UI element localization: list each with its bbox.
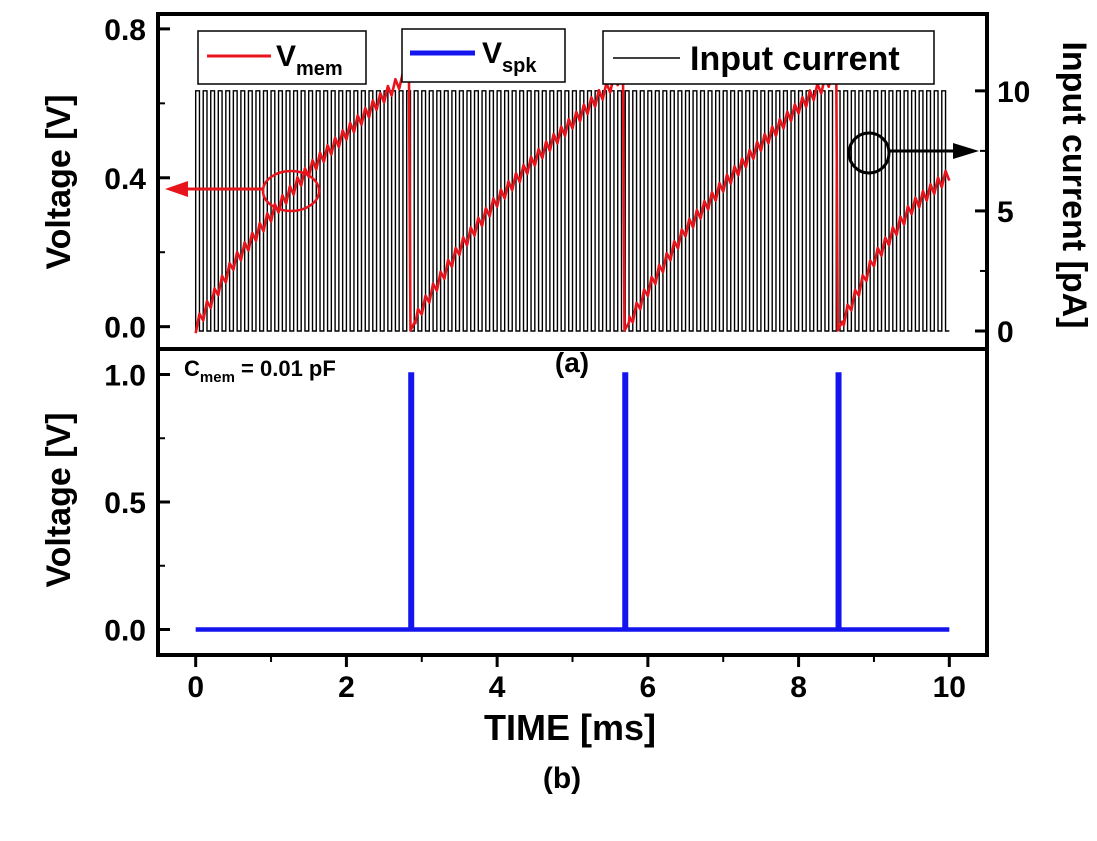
x-tick-label: 8 <box>790 671 807 704</box>
panel-b-y-tick-label: 0.5 <box>104 487 146 520</box>
legend-vspk-sub: spk <box>502 55 537 77</box>
legend-label-input-current: Input current <box>690 40 900 78</box>
legend-vmem-sub: mem <box>296 58 343 80</box>
panel-a-right-tick-label: 10 <box>997 76 1030 109</box>
left-axis-arrowhead <box>165 181 188 197</box>
annotation-subscript: mem <box>200 369 235 386</box>
panel-b-caption: (b) <box>543 762 581 795</box>
x-axis-label: TIME [ms] <box>484 707 656 748</box>
legend: Vmem Vspk Input current <box>197 28 935 85</box>
right-axis-arrowhead <box>953 143 979 159</box>
legend-label-vspk: Vspk <box>482 37 537 77</box>
panel-a: 0.0 0.4 0.8 0 5 10 <box>104 14 1030 349</box>
x-tick-label: 6 <box>640 671 657 704</box>
vmem-highlight-circle <box>261 169 321 213</box>
panel-b-frame <box>156 347 989 657</box>
panel-b-y-axis-label: Voltage [V] <box>40 412 78 587</box>
current-highlight-circle <box>847 131 891 175</box>
x-tick-label: 4 <box>489 671 506 704</box>
panel-a-right-axis-label: Input current [pA] <box>1055 41 1093 328</box>
x-tick-label: 2 <box>338 671 355 704</box>
panel-b: 0.0 0.5 1.0 0 2 4 6 8 10 <box>104 360 966 705</box>
x-tick-label: 10 <box>933 671 966 704</box>
legend-vspk-main: V <box>482 37 502 70</box>
panel-b-plot-area <box>195 372 950 632</box>
panel-a-y-tick-label: 0.8 <box>104 14 146 47</box>
annotation-suffix: = 0.01 pF <box>235 356 336 381</box>
x-tick-label: 0 <box>187 671 204 704</box>
panel-a-y-tick-label: 0.4 <box>104 163 146 196</box>
legend-vmem-main: V <box>276 40 296 73</box>
panel-b-y-tick-label: 1.0 <box>104 360 146 393</box>
panel-b-y-tick-label: 0.0 <box>104 615 146 648</box>
panel-a-y-axis-label: Voltage [V] <box>40 94 78 269</box>
panel-a-plot-area <box>194 69 951 334</box>
panel-a-y-tick-label: 0.0 <box>104 312 146 345</box>
annotation-prefix: C <box>184 356 200 381</box>
vspk-series <box>195 372 950 632</box>
axis-pointer-annotations <box>165 131 979 213</box>
panel-a-right-tick-label: 5 <box>997 196 1014 229</box>
capacitance-annotation: Cmem = 0.01 pF <box>184 356 336 386</box>
legend-label-vmem: Vmem <box>276 40 343 80</box>
panel-a-caption: (a) <box>555 347 589 378</box>
panel-a-right-tick-label: 0 <box>997 316 1014 349</box>
